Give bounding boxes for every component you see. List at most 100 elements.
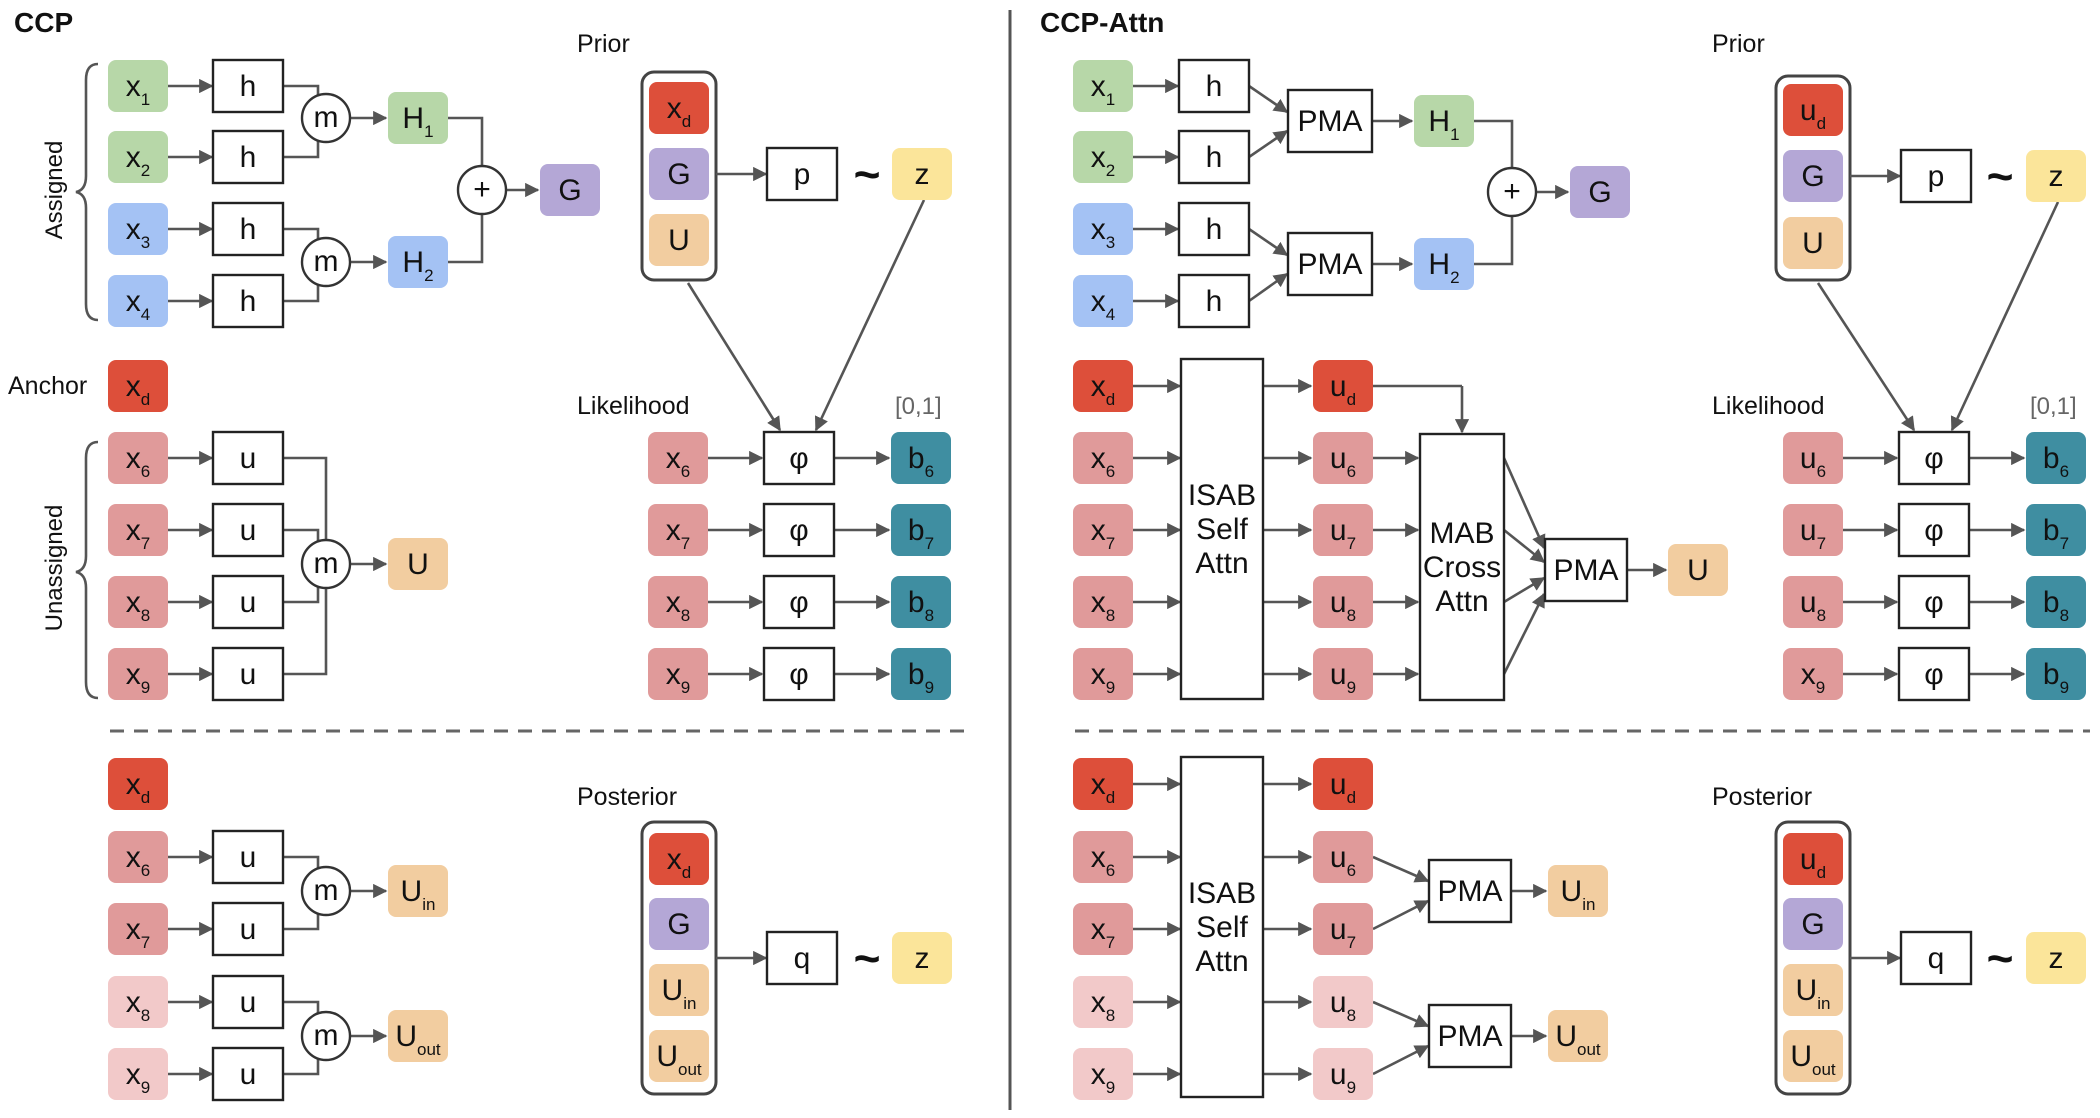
right-attn-input-x7: x7 [1073,504,1133,556]
left-posterior-Uin: Uin [388,865,448,917]
right-attn-output-u7: u7 [1313,504,1373,556]
right-posterior-tilde: ~ [1987,932,2014,984]
left-pool-m3-label: m [314,547,339,580]
left-posterior-u-encoder-label: u [240,841,257,874]
right-isab-block-label: Self [1196,513,1248,546]
right-posterior-pma-2: PMA [1427,1003,1513,1069]
right-prior-group [1774,74,1852,282]
right-title: CCP-Attn [1040,7,1164,38]
left-prior-group [640,70,718,282]
left-unassigned-U-label: U [407,548,429,581]
right-assigned-x4: x4 [1073,275,1133,327]
right-h-encoder: h [1177,273,1251,329]
left-latent-z-shape [892,148,952,200]
left-posterior-z: z [892,932,952,984]
right-posterior-stack-item: Uout [1783,1030,1843,1082]
right-prior-stack-item-shape [1783,217,1843,269]
right-latent-z: z [2026,150,2086,202]
left-u-encoder-label: u [240,658,257,691]
right-prior-stack-item-shape [1783,150,1843,202]
right-prior-stack-item: G [1783,150,1843,202]
left-h-to-m-connector [283,84,320,95]
right-phi-label: φ [1924,586,1943,619]
right-H-to-sum-connector [1474,119,1514,168]
right-latent-z-label: z [2049,160,2064,193]
right-attn-output-u8-shape [1313,576,1373,628]
right-attn-output-u7-shape [1313,504,1373,556]
left-phi-label: φ [789,514,808,547]
left-prior-stack-item-shape [649,82,709,134]
left-latent-z-label: z [915,158,930,191]
right-posterior-x8-shape [1073,976,1133,1028]
right-posterior-pma-2-label: PMA [1437,1020,1502,1053]
left-phi: φ [762,502,836,558]
left-assigned-x1-shape [108,60,168,112]
right-phi: φ [1897,574,1971,630]
right-attn-output-ud-shape [1313,360,1373,412]
left-unassigned-U-shape [388,538,448,590]
right-posterior-q: q [1899,930,1973,986]
right-posterior-x6-shape [1073,831,1133,883]
right-attn-input-x6: x6 [1073,432,1133,484]
right-latent-z-shape [2026,150,2086,202]
left-pool-m2: m [300,236,352,288]
left-posterior-x8-shape [108,976,168,1028]
right-mab-block-label: Attn [1435,585,1488,618]
right-h-encoder-label: h [1206,70,1223,103]
left-posterior-x6: x6 [108,831,168,883]
right-pma-3-label: PMA [1553,554,1618,587]
left-posterior-stack-item: G [649,898,709,950]
left-unassigned-x8: x8 [108,576,168,628]
right-u-to-pma-arrow [1372,1044,1430,1076]
right-prior-stack-item: ud [1783,84,1843,136]
right-assigned-x2: x2 [1073,131,1133,183]
right-phi: φ [1897,646,1971,702]
right-attn-output-u9: u9 [1313,648,1373,700]
right-attn-input-x9: x9 [1073,648,1133,700]
right-pma-1: PMA [1286,88,1374,154]
right-posterior-pma-1-label: PMA [1437,875,1502,908]
left-posterior-u-encoder-label: u [240,1058,257,1091]
left-posterior-m2-label: m [314,1019,339,1052]
right-posterior-stack-item: ud [1783,833,1843,885]
right-phi-shape [1897,646,1971,702]
left-likelihood-x7-shape [648,504,708,556]
left-prior-p-shape [765,146,839,202]
left-output-b8-shape [891,576,951,628]
right-posterior-u6-shape [1313,831,1373,883]
left-h-encoder-label: h [240,141,257,174]
left-h-encoder-shape [211,201,285,257]
left-prior-stack-item-label: G [667,158,690,191]
right-cluster-H2: H2 [1414,238,1474,290]
left-output-b8: b8 [891,576,951,628]
left-u-encoder-shape [211,502,285,558]
right-posterior-Uout-shape [1548,1010,1608,1062]
right-prior-label: Prior [1712,30,1765,58]
left-pool-m1: m [300,92,352,144]
left-anchor-xd: xd [108,360,168,412]
left-u-encoder: u [211,430,285,486]
right-h-encoder: h [1177,201,1251,257]
left-likelihood-x8-shape [648,576,708,628]
right-attn-input-x8: x8 [1073,576,1133,628]
left-posterior-u-encoder-shape [211,829,285,885]
left-h-encoder: h [211,129,285,185]
left-prior-stack-item: G [649,148,709,200]
left-pool-m1-label: m [314,101,339,134]
left-prior-stack-item-label: U [668,224,690,257]
right-posterior-Uin: Uin [1548,865,1608,917]
right-prior-p: p [1899,148,1973,204]
left-prior-stack-item-shape [649,214,709,266]
right-u-to-pma-arrow [1372,855,1430,883]
left-output-b9-shape [891,648,951,700]
left-pool-m1-shape [300,92,352,144]
right-prior-stack-item: U [1783,217,1843,269]
right-h-encoder-shape [1177,201,1251,257]
left-likelihood-x9-shape [648,648,708,700]
left-phi: φ [762,646,836,702]
right-unassigned-U: U [1668,544,1728,596]
right-h-to-pma-arrow [1248,227,1289,257]
right-likelihood-x9: x9 [1783,648,1843,700]
left-u-encoder-label: u [240,586,257,619]
left-posterior-u-encoder: u [211,974,285,1030]
